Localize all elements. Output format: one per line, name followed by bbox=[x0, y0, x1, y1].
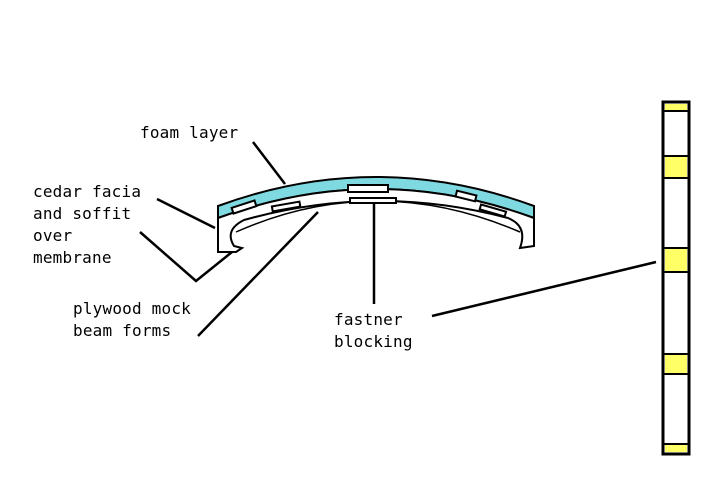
leader-to-elevation bbox=[431, 260, 657, 318]
label-foam-layer: foam layer bbox=[140, 123, 239, 142]
label-plywood-line1: plywood mock bbox=[73, 299, 191, 318]
elevation-blocking-4 bbox=[665, 354, 687, 374]
blocking-slot-1 bbox=[347, 184, 389, 193]
elevation-blocking-5 bbox=[665, 444, 687, 452]
label-fastner-line1: fastner bbox=[334, 310, 403, 329]
label-cedar-facia-line2: and soffit bbox=[33, 204, 132, 223]
label-cedar-facia-line1: cedar facia bbox=[33, 182, 142, 201]
blocking-slot-6 bbox=[478, 203, 508, 218]
leader-foam-layer bbox=[252, 141, 286, 185]
elevation-strip bbox=[661, 100, 691, 456]
leader-membrane bbox=[139, 231, 233, 283]
elevation-blocking-1 bbox=[665, 104, 687, 111]
leader-plywood-forms bbox=[197, 211, 319, 337]
blocking-slot-2 bbox=[349, 197, 397, 204]
label-cedar-facia-line4: membrane bbox=[33, 248, 112, 267]
label-fastner-line2: blocking bbox=[334, 332, 413, 351]
elevation-blocking-2 bbox=[665, 156, 687, 178]
label-plywood-line2: beam forms bbox=[73, 321, 172, 340]
label-cedar-facia-line3: over bbox=[33, 226, 73, 245]
blocking-slot-3 bbox=[230, 199, 258, 215]
leader-cedar-facia bbox=[156, 197, 216, 230]
elevation-blocking-3 bbox=[665, 248, 687, 272]
blocking-slot-5 bbox=[454, 189, 478, 203]
blocking-slot-4 bbox=[270, 200, 302, 213]
